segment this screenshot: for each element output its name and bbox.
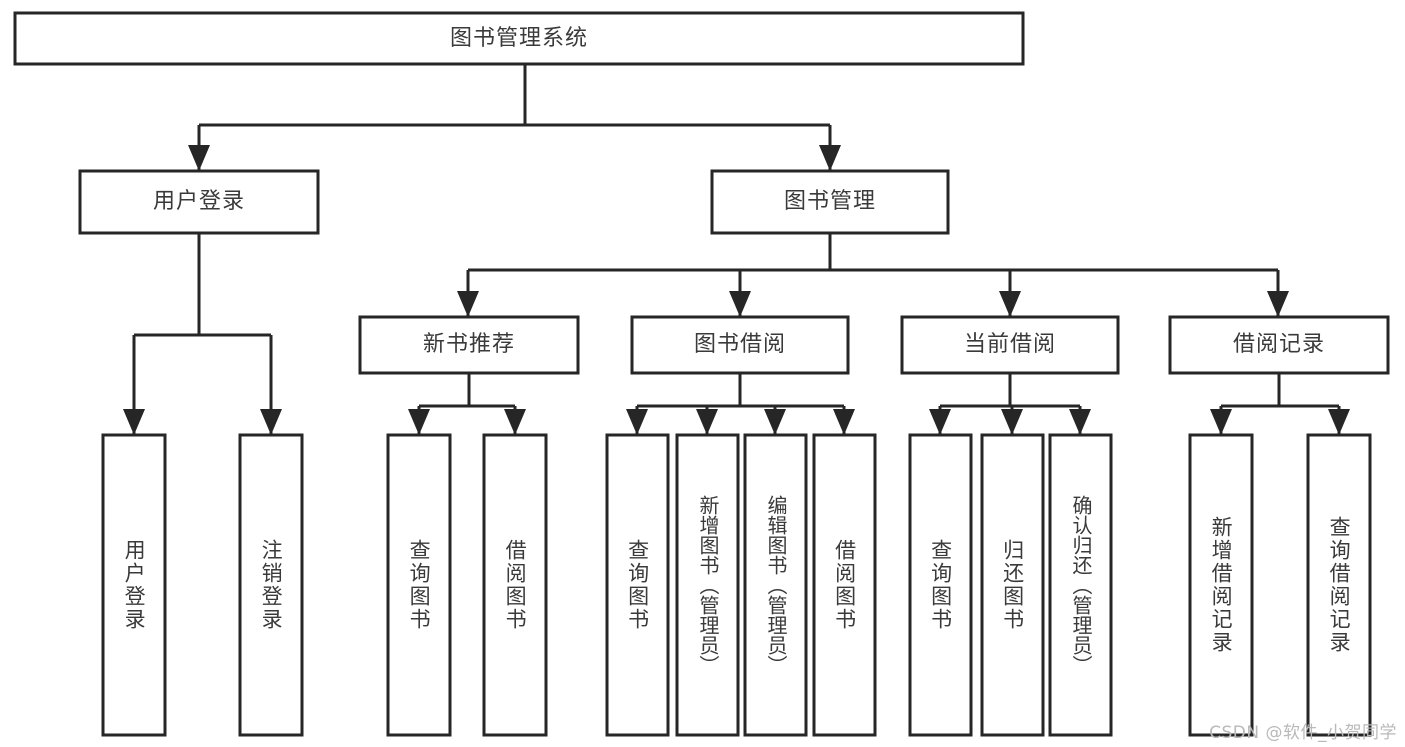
arrow-head-icon [819, 145, 841, 171]
node-level2-box-1[interactable] [710, 169, 950, 235]
arrow-head-icon [833, 409, 855, 435]
node-leaf-box-3[interactable] [482, 433, 548, 737]
arrow-head-icon [1210, 409, 1232, 435]
node-leaf-box-9[interactable] [980, 433, 1045, 737]
arrow-head-icon [929, 409, 951, 435]
node-level2-box-0[interactable] [78, 169, 320, 235]
arrow-head-icon [123, 409, 145, 435]
node-level3-box-2[interactable] [900, 315, 1120, 375]
arrow-head-icon [1069, 409, 1091, 435]
arrow-head-icon [999, 291, 1021, 317]
arrow-head-icon [260, 409, 282, 435]
arrow-head-icon [1328, 409, 1350, 435]
arrow-head-icon [1001, 409, 1023, 435]
node-leaf-box-11[interactable] [1188, 433, 1254, 737]
node-leaf-box-5[interactable] [675, 433, 740, 737]
node-level3-box-3[interactable] [1168, 315, 1390, 375]
arrow-head-icon [457, 291, 479, 317]
node-root-box[interactable] [13, 11, 1025, 66]
connectors-layer [123, 64, 1350, 435]
arrow-head-icon [188, 145, 210, 171]
node-level3-box-1[interactable] [630, 315, 850, 375]
watermark: CSDN @软件_小贺同学 [1209, 723, 1397, 743]
node-leaf-box-1[interactable] [238, 433, 304, 737]
node-leaf-box-6[interactable] [743, 433, 808, 737]
arrow-head-icon [504, 409, 526, 435]
node-leaf-box-10[interactable] [1048, 433, 1113, 737]
arrow-head-icon [1267, 291, 1289, 317]
node-leaf-box-7[interactable] [812, 433, 877, 737]
node-leaf-box-8[interactable] [908, 433, 973, 737]
node-leaf-box-12[interactable] [1306, 433, 1372, 737]
node-leaf-box-4[interactable] [605, 433, 670, 737]
arrow-head-icon [764, 409, 786, 435]
arrow-head-icon [729, 291, 751, 317]
node-leaf-box-2[interactable] [386, 433, 452, 737]
boxes-layer [13, 11, 1390, 737]
arrow-head-icon [626, 409, 648, 435]
arrow-head-icon [408, 409, 430, 435]
arrow-head-icon [696, 409, 718, 435]
node-leaf-box-0[interactable] [101, 433, 167, 737]
node-level3-box-0[interactable] [358, 315, 580, 375]
